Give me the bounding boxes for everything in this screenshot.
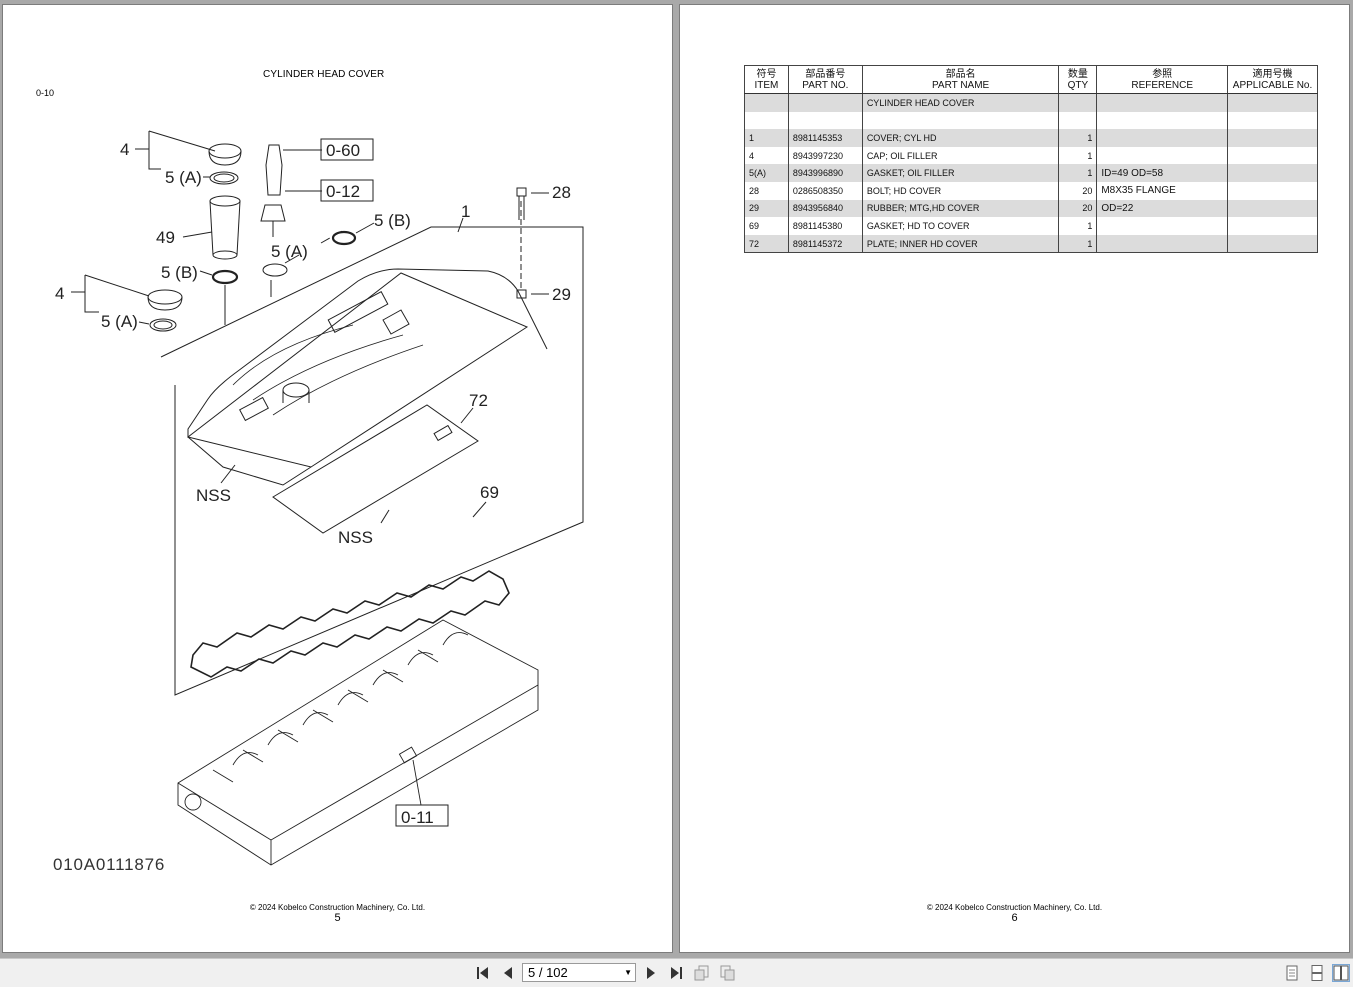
callout-nss-1: NSS (196, 486, 231, 505)
callout-5a-1: 5 (A) (165, 168, 202, 187)
figure-code: 010A0111876 (53, 855, 166, 874)
gasket-69 (190, 570, 510, 678)
callout-49: 49 (156, 228, 175, 247)
callout-4-bottom: 4 (55, 284, 64, 303)
two-page-view-icon[interactable] (1332, 964, 1350, 982)
copyright-text: © 2024 Kobelco Construction Machinery, C… (926, 903, 1103, 912)
ref-0-60[interactable]: 0-60 (326, 141, 360, 160)
table-row: CYLINDER HEAD COVER (744, 93, 1318, 112)
navigation-toolbar: 5 / 102 ▼ (0, 958, 1353, 987)
chevron-down-icon: ▼ (624, 968, 632, 977)
previous-view-icon[interactable] (694, 965, 710, 981)
callout-5b-1: 5 (B) (161, 263, 198, 282)
cylinder-head-cover (186, 268, 548, 486)
callout-29: 29 (552, 285, 571, 304)
callout-1: 1 (461, 202, 470, 221)
inner-plate-72 (272, 404, 479, 534)
page-5-diagram: CYLINDER HEAD COVER 0-10 (3, 5, 672, 952)
first-page-icon[interactable] (475, 965, 491, 981)
filler-neck-49 (209, 195, 241, 285)
page-footer-left: © 2024 Kobelco Construction Machinery, C… (3, 902, 672, 924)
callout-5a-3: 5 (A) (271, 242, 308, 261)
assembly-frame (160, 226, 584, 696)
bolt-28 (516, 187, 527, 220)
oil-filler-cap-bottom (147, 289, 183, 332)
next-view-icon[interactable] (720, 965, 736, 981)
callout-nss-2: NSS (338, 528, 373, 547)
page-footer-right: © 2024 Kobelco Construction Machinery, C… (680, 902, 1349, 924)
callout-28: 28 (552, 183, 571, 202)
continuous-view-icon[interactable] (1309, 965, 1325, 981)
previous-page-icon[interactable] (500, 965, 516, 981)
callout-69: 69 (480, 483, 499, 502)
document-viewer[interactable]: CYLINDER HEAD COVER 0-10 (0, 0, 1353, 958)
breather-fitting (260, 144, 357, 277)
single-page-view-icon[interactable] (1284, 965, 1300, 981)
cylinder-head (177, 619, 539, 866)
diagram-title: CYLINDER HEAD COVER (263, 69, 385, 80)
callout-5a-2: 5 (A) (101, 312, 138, 331)
next-page-icon[interactable] (643, 965, 659, 981)
page-number-select[interactable]: 5 / 102 ▼ (522, 963, 636, 982)
copyright-text: © 2024 Kobelco Construction Machinery, C… (249, 903, 426, 912)
callout-72: 72 (469, 391, 488, 410)
page-number: 5 (334, 912, 341, 924)
page-indicator: 5 / 102 (528, 965, 568, 980)
group-code: 0-10 (36, 88, 55, 98)
last-page-icon[interactable] (668, 965, 684, 981)
page-number: 6 (1011, 912, 1018, 924)
exploded-parts-diagram: 4 5 (A) 49 5 (B) 4 5 (A) 0-60 0-12 5 (B)… (55, 130, 584, 866)
ref-0-11[interactable]: 0-11 (401, 808, 434, 827)
callout-5b-2: 5 (B) (374, 211, 411, 230)
table-row (744, 111, 1318, 130)
oil-filler-cap-top (208, 143, 242, 185)
ref-0-12[interactable]: 0-12 (326, 182, 360, 201)
callout-4-top: 4 (120, 140, 129, 159)
